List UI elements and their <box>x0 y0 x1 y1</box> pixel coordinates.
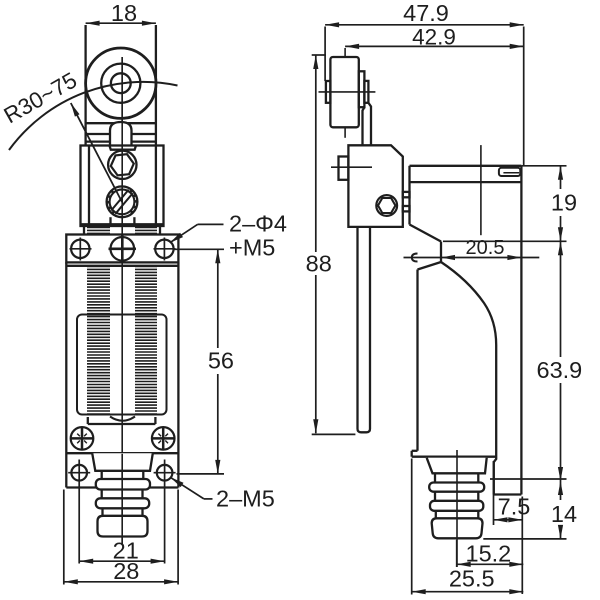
svg-text:88: 88 <box>306 251 332 277</box>
svg-text:2–Φ4: 2–Φ4 <box>229 211 287 237</box>
svg-text:15.2: 15.2 <box>466 541 512 567</box>
svg-text:14: 14 <box>551 501 577 527</box>
svg-text:2–M5: 2–M5 <box>216 486 275 512</box>
svg-text:47.9: 47.9 <box>403 0 449 26</box>
svg-text:7.5: 7.5 <box>498 494 531 520</box>
svg-text:21: 21 <box>113 538 139 564</box>
svg-text:19: 19 <box>551 190 577 216</box>
svg-text:20.5: 20.5 <box>466 237 505 259</box>
svg-text:63.9: 63.9 <box>537 357 583 383</box>
svg-text:+M5: +M5 <box>229 235 275 261</box>
svg-text:56: 56 <box>208 348 234 374</box>
svg-text:42.9: 42.9 <box>412 25 456 50</box>
svg-text:25.5: 25.5 <box>449 566 495 592</box>
svg-text:28: 28 <box>113 558 139 584</box>
svg-text:18: 18 <box>111 0 137 26</box>
